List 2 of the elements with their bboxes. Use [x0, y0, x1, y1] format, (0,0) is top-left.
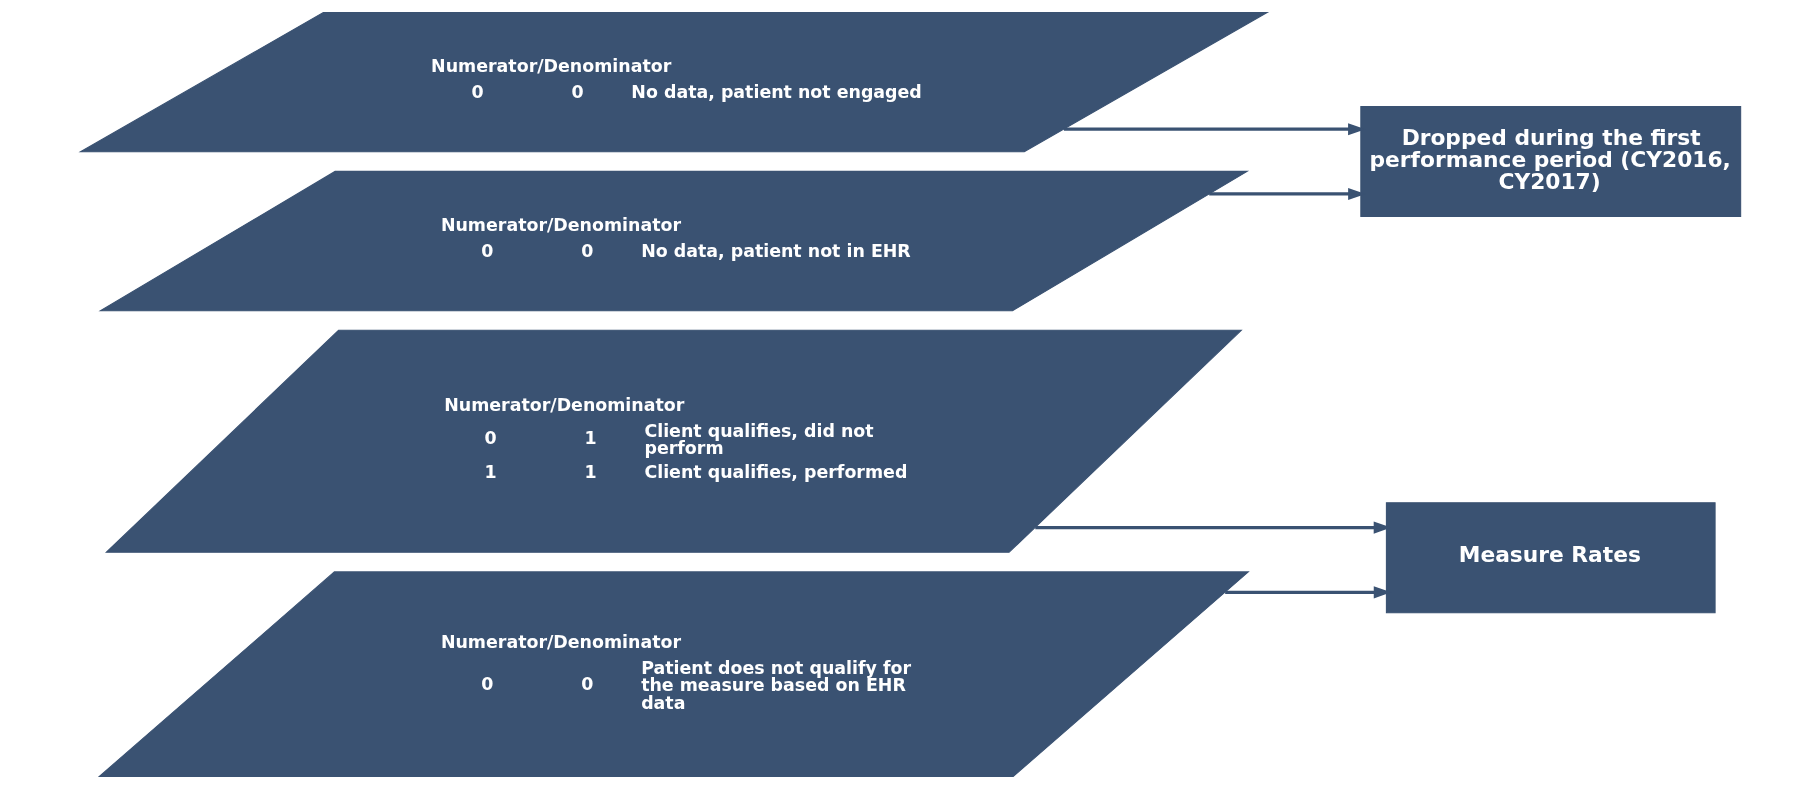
- node-box: Measure Rates: [1385, 502, 1716, 614]
- node-box: Dropped during the first performance period (CY2016, CY2017): [1359, 106, 1741, 218]
